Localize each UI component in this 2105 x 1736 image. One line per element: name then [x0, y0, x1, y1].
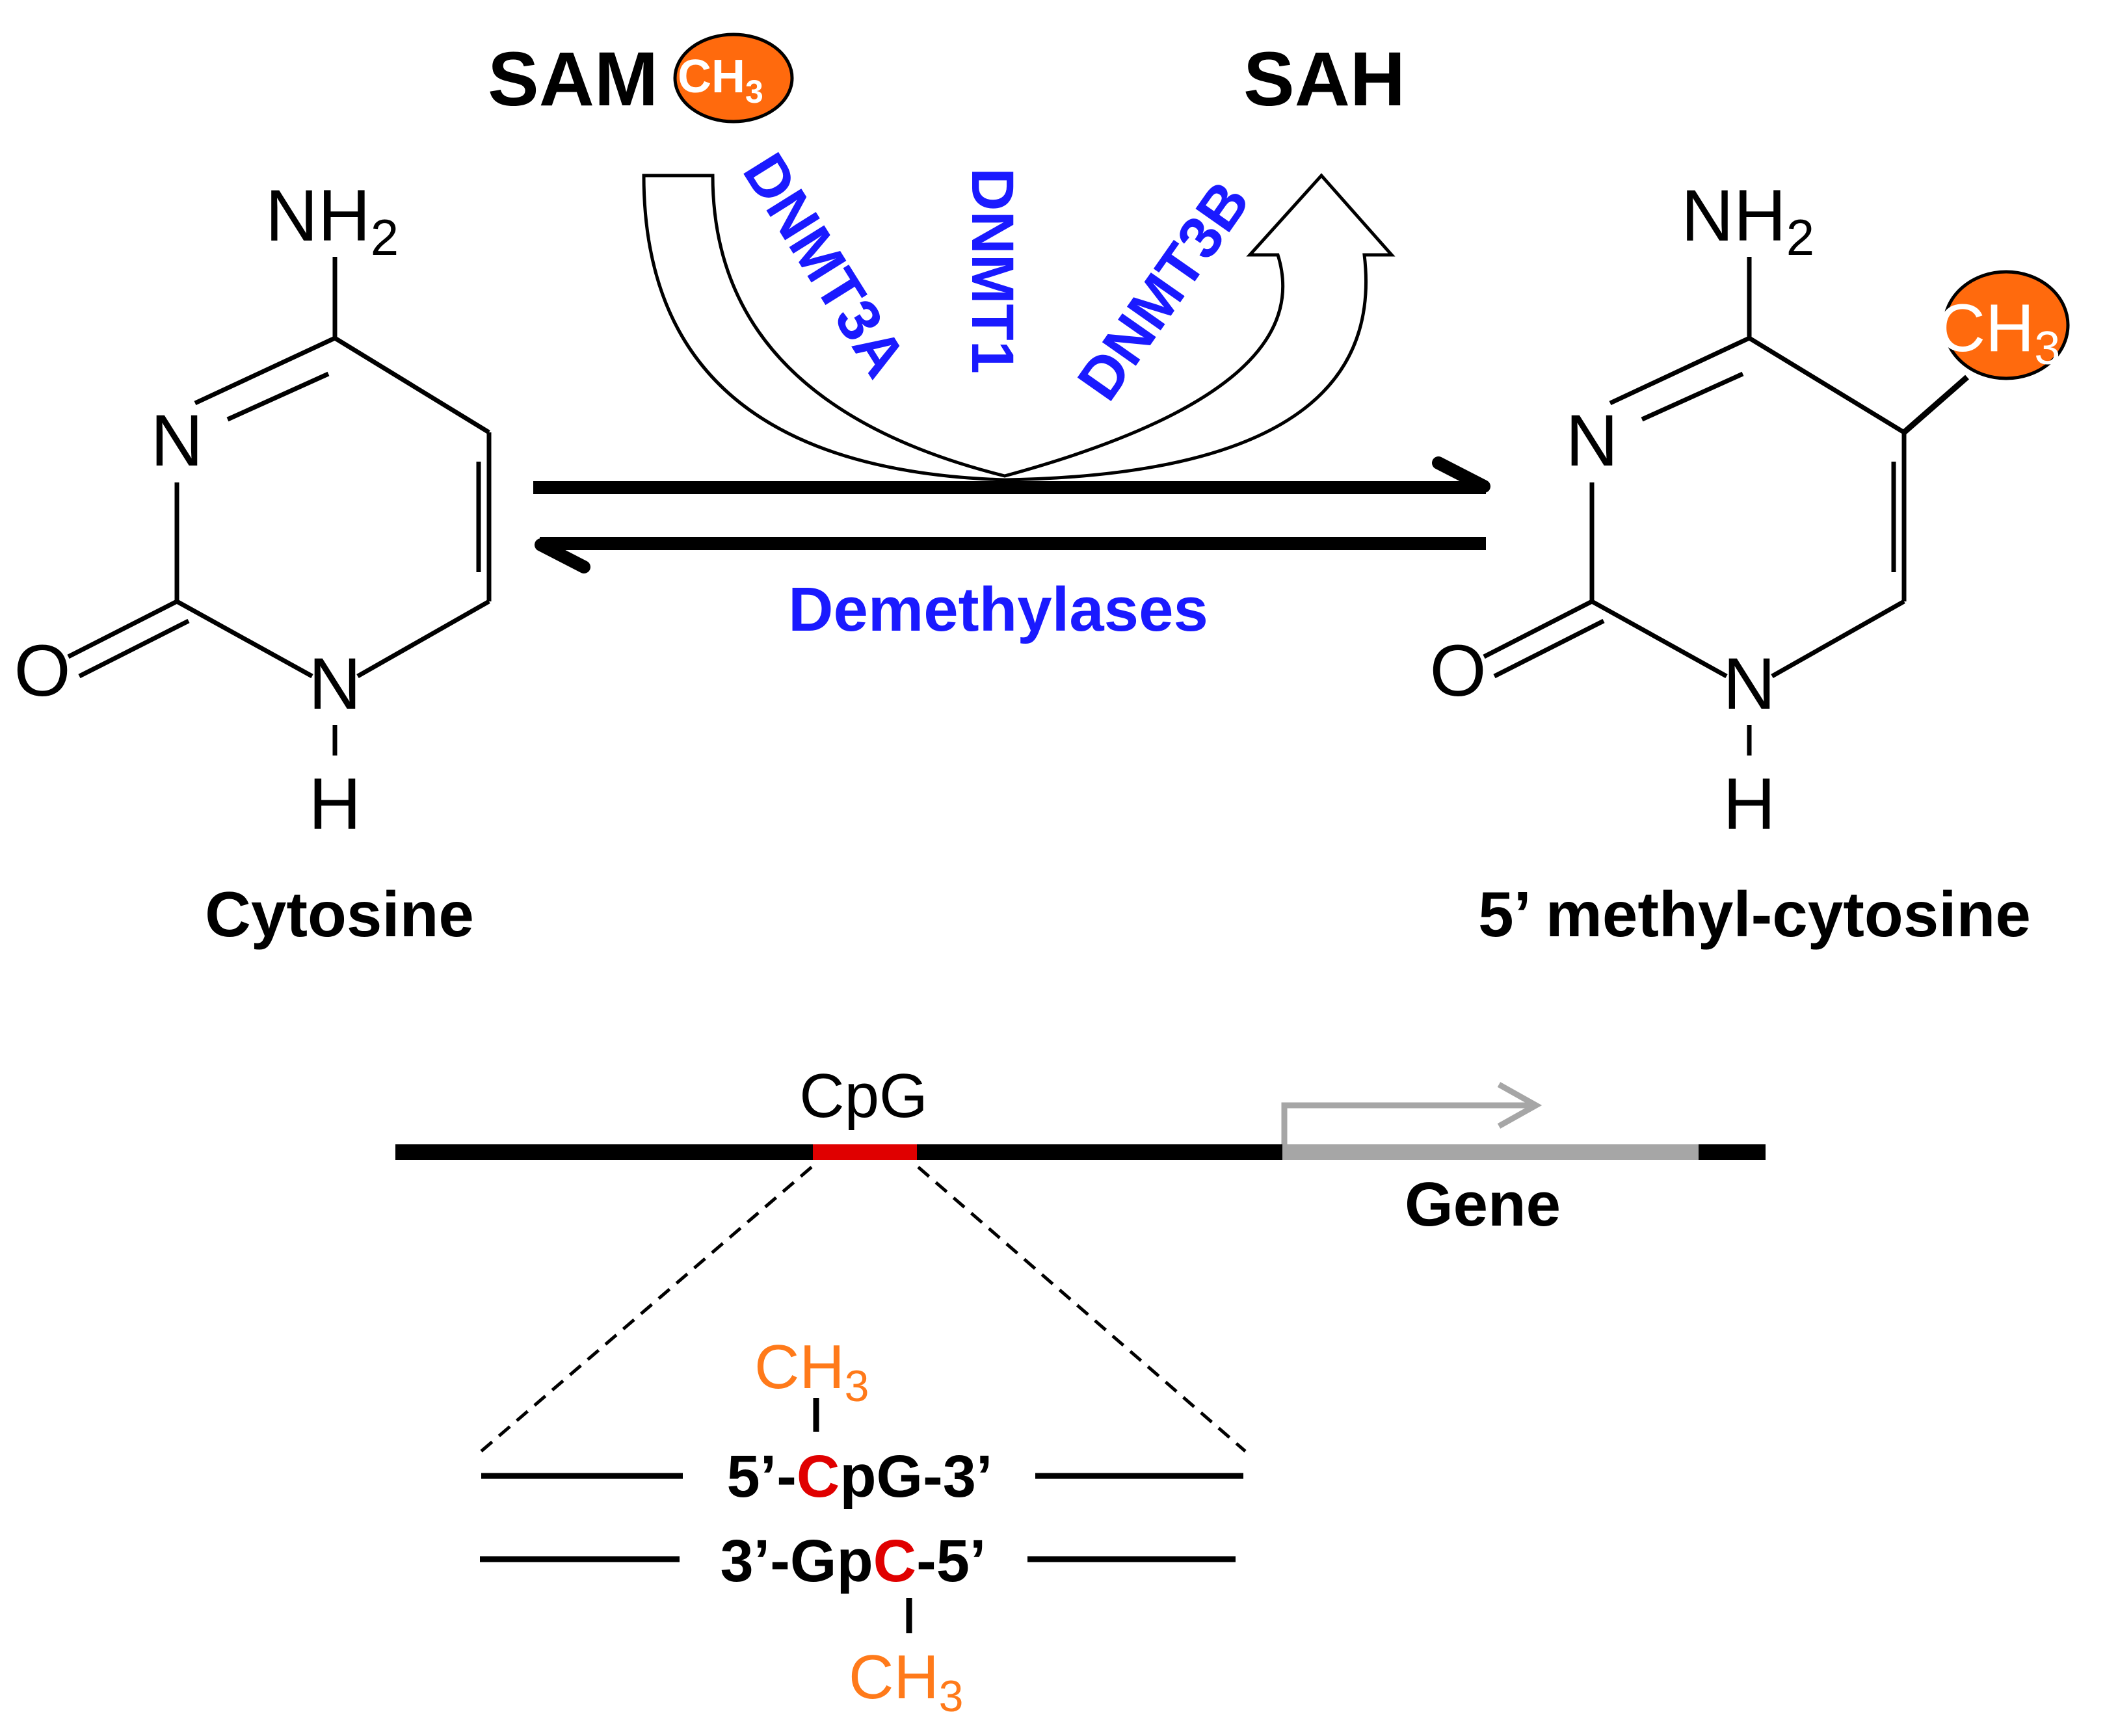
cytosine-structure: NH2 N N H O Cytosine — [14, 175, 492, 950]
methylcytosine-o: O — [1429, 630, 1486, 711]
cytosine-o: O — [14, 630, 70, 711]
methylcytosine-h: H — [1723, 763, 1776, 845]
methyl-group-badge — [1942, 270, 2070, 380]
cytosine-amine: NH2 — [265, 175, 399, 266]
methylcytosine-n3: N — [1566, 400, 1619, 481]
cytosine-n1: N — [309, 643, 362, 724]
cofactor-curved-arrow — [642, 173, 1396, 482]
cpg-dinucleotide: 5’-CpG-3’ 3’-GpC-5’ CH3 CH3 — [480, 1332, 1243, 1721]
bottom-methyl: CH3 — [849, 1642, 963, 1721]
transcription-start-arrow — [1281, 1082, 1542, 1144]
enzyme-dnmt1: DNMT1 — [959, 168, 1026, 374]
genome-strand: CpG Gene — [395, 1061, 1766, 1239]
forward-arrow — [533, 456, 1490, 494]
cpg-label: CpG — [799, 1061, 927, 1131]
reverse-arrow — [535, 537, 1486, 573]
methyl-group-text: CH3 — [1937, 291, 2060, 375]
methylcytosine-n1: N — [1723, 643, 1776, 724]
bottom-strand: 3’-GpC-5’ — [721, 1528, 986, 1594]
methylcytosine-name: 5’ methyl-cytosine — [1478, 878, 2031, 950]
gene-label: Gene — [1405, 1170, 1561, 1239]
sam-methyl-badge — [673, 33, 794, 124]
sam-label: SAM — [488, 36, 658, 122]
sah-label: SAH — [1243, 36, 1405, 122]
top-strand: 5’-CpG-3’ — [727, 1443, 993, 1510]
zoom-lines — [480, 1166, 1247, 1453]
demethylases-label: Demethylases — [788, 575, 1208, 644]
methylcytosine-structure: CH3 NH2 N N H O 5’ methyl-cytosine — [1429, 175, 2070, 950]
methylcytosine-amine: NH2 — [1681, 175, 1814, 266]
cytosine-h: H — [309, 763, 362, 845]
top-methyl: CH3 — [754, 1332, 869, 1411]
sam-methyl-text: CH3 — [678, 51, 763, 110]
cytosine-n3: N — [151, 400, 204, 481]
cytosine-name: Cytosine — [205, 878, 474, 950]
